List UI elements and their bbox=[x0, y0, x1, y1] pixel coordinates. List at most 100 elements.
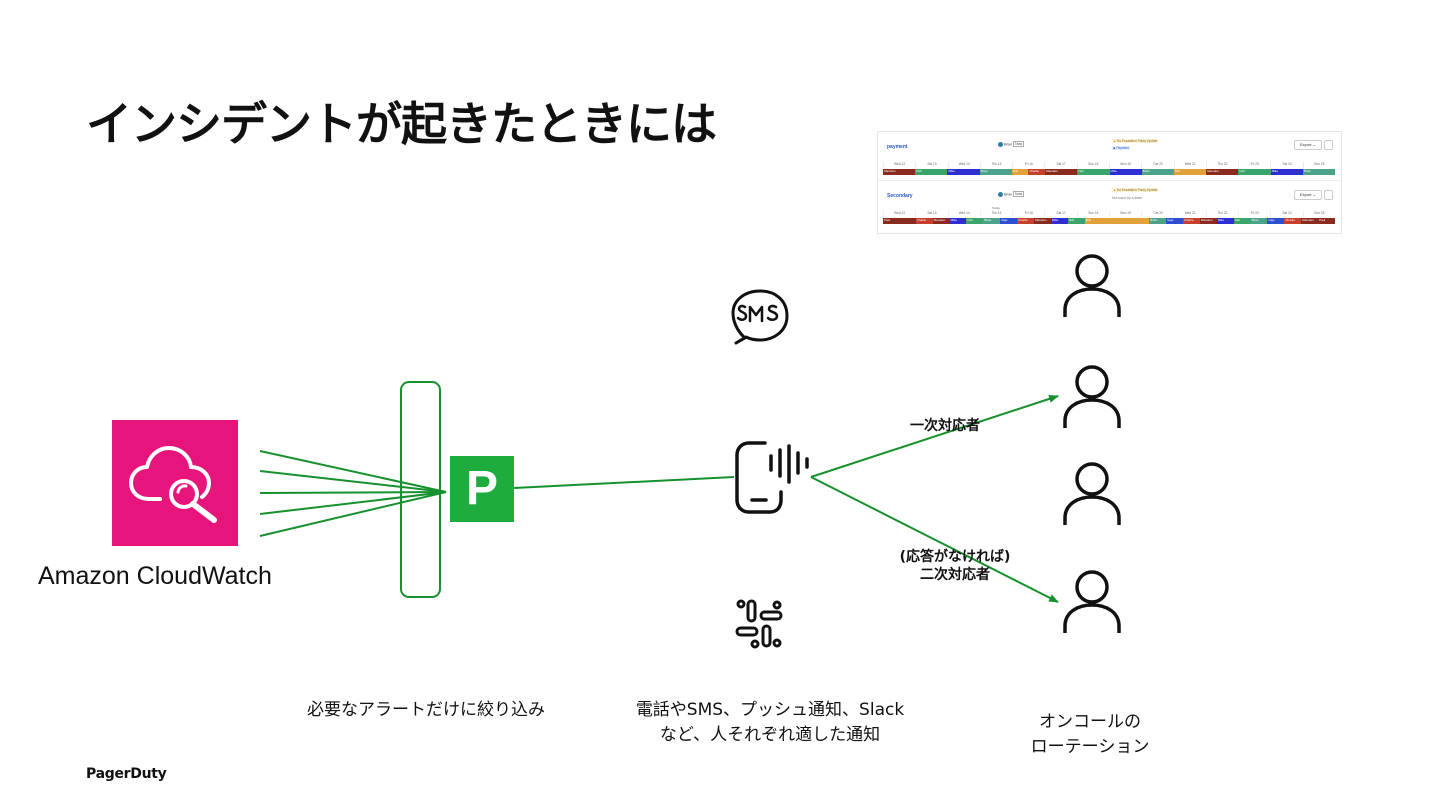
export-button[interactable]: Export ⌄ bbox=[1294, 190, 1322, 200]
slack-icon bbox=[735, 599, 783, 649]
pagerduty-logo-letter: P bbox=[465, 462, 498, 515]
warning-icon: ▲ bbox=[1113, 139, 1117, 143]
schedule-user-tag: Now bbox=[1013, 141, 1025, 148]
avatar bbox=[998, 142, 1003, 147]
rotation-segment: Brian bbox=[1302, 169, 1336, 175]
notify-caption-line1: 電話やSMS、プッシュ通知、Slack bbox=[635, 700, 905, 720]
arrow-primary bbox=[810, 395, 1059, 478]
rotation-segment: Brian bbox=[1141, 169, 1174, 175]
schedule-day: Thu 22 bbox=[1205, 162, 1238, 168]
schedule-day: Wed 12 bbox=[883, 162, 915, 168]
rotation-segment: Mike bbox=[1109, 169, 1142, 175]
schedule-day: Sun 25 bbox=[1302, 211, 1335, 217]
rotation-segment: Paul bbox=[1318, 218, 1336, 224]
schedule-title-secondary: Secondary bbox=[887, 193, 913, 199]
schedule-day: Sat 17 bbox=[1044, 162, 1076, 168]
schedule-day: Tue 20 bbox=[1141, 211, 1173, 217]
schedule-day: Thu 15 bbox=[979, 162, 1012, 168]
rotation-segment: Charlie bbox=[1183, 218, 1200, 224]
schedule-user-tag: Now bbox=[1013, 191, 1025, 198]
rotation-segment: Nell bbox=[1077, 169, 1110, 175]
more-options-button[interactable] bbox=[1324, 140, 1333, 150]
rotation-segment: Brian bbox=[979, 169, 1012, 175]
export-button[interactable]: Export ⌄ bbox=[1294, 140, 1322, 150]
avatar bbox=[998, 192, 1003, 197]
chevron-down-icon: ⌄ bbox=[1312, 192, 1317, 197]
schedule-day: Fri 23 bbox=[1238, 162, 1270, 168]
schedule-day: Tue 20 bbox=[1141, 162, 1173, 168]
today-label: Today bbox=[992, 206, 1001, 210]
schedule-note: Not used by a team bbox=[1112, 196, 1143, 200]
rotation-segment: Mike bbox=[1270, 169, 1303, 175]
rotation-caption-line1: オンコールの bbox=[1039, 712, 1141, 732]
schedule-user-payment: Brian Now bbox=[998, 141, 1025, 148]
schedule-day: Sat 13 bbox=[915, 211, 947, 217]
filter-caption: 必要なアラートだけに絞り込み bbox=[307, 700, 545, 720]
rotation-segment: Brian bbox=[1250, 218, 1268, 224]
cloudwatch-icon bbox=[112, 420, 238, 546]
primary-responder-label: 一次対応者 bbox=[880, 417, 1010, 435]
section-divider bbox=[878, 180, 1341, 181]
arrow-secondary bbox=[810, 476, 1059, 603]
alert-fan-lines bbox=[259, 450, 447, 537]
rotation-segment: Marsden bbox=[932, 218, 950, 224]
rotation-segment: Bolt bbox=[1173, 169, 1207, 175]
schedule-day: Wed 12 bbox=[883, 211, 915, 217]
rotation-segment: Nell bbox=[1233, 218, 1251, 224]
schedule-badge-payment: ▲ No Escalation Policy Update bbox=[1112, 139, 1159, 143]
filter-box bbox=[400, 381, 441, 598]
schedule-day: Mon 19 bbox=[1108, 211, 1141, 217]
schedule-user-secondary: Brian Now bbox=[998, 191, 1025, 198]
rotation-segment: Marsden bbox=[883, 169, 916, 175]
schedule-day: Mon 19 bbox=[1108, 162, 1141, 168]
person-icon bbox=[1063, 462, 1121, 525]
schedule-badge-secondary: ▲ No Escalation Policy Update bbox=[1112, 188, 1159, 192]
chevron-down-icon: ⌄ bbox=[1312, 142, 1317, 147]
rotation-segment: Paul bbox=[883, 218, 916, 224]
schedule-day: Wed 14 bbox=[947, 211, 980, 217]
person-icon bbox=[1063, 365, 1121, 428]
schedule-day: Sun 18 bbox=[1076, 211, 1109, 217]
schedule-day: Fri 16 bbox=[1012, 211, 1044, 217]
rotation-segment: Marsden bbox=[1301, 218, 1319, 224]
rotation-segment: Gigs bbox=[1000, 218, 1018, 224]
rotation-segment: Charlie bbox=[1284, 218, 1302, 224]
alert-line bbox=[259, 470, 447, 493]
more-options-button[interactable] bbox=[1324, 190, 1333, 200]
export-button-label: Export bbox=[1299, 192, 1312, 197]
rotation-segment: Marsden bbox=[1206, 169, 1239, 175]
notify-caption: 電話やSMS、プッシュ通知、Slack など、人それぞれ適した通知 bbox=[610, 698, 930, 748]
rotation-segment: Gigs bbox=[1267, 218, 1285, 224]
alert-line bbox=[259, 491, 447, 494]
service-icon: ◆ bbox=[1113, 146, 1116, 150]
alert-line bbox=[259, 450, 447, 493]
rotation-segment: Mike bbox=[947, 169, 980, 175]
rotation-segment: Bolt bbox=[1011, 169, 1029, 175]
pagerduty-logo bbox=[450, 456, 514, 522]
schedule-day: Wed 21 bbox=[1173, 162, 1206, 168]
alert-line bbox=[259, 491, 447, 537]
sms-icon bbox=[731, 289, 789, 345]
schedule-day: Sun 18 bbox=[1076, 162, 1109, 168]
rotation-segment: Gigs bbox=[1166, 218, 1184, 224]
schedule-day: Wed 21 bbox=[1173, 211, 1206, 217]
person-icon bbox=[1063, 570, 1121, 633]
secondary-responder-text: 二次対応者 bbox=[920, 567, 990, 583]
rotation-segment: Brian bbox=[1149, 218, 1167, 224]
rotation-segment: Brian bbox=[983, 218, 1001, 224]
schedule-day: Sat 24 bbox=[1270, 211, 1302, 217]
cloudwatch-label: Amazon CloudWatch bbox=[38, 562, 272, 590]
rotation-segment: Charlie bbox=[915, 218, 933, 224]
rotation-segment: Charlie bbox=[1028, 169, 1046, 175]
rotation-segment: Nell bbox=[966, 218, 984, 224]
schedule-day: Sat 24 bbox=[1270, 162, 1302, 168]
rotation-caption-line2: ローテーション bbox=[1030, 737, 1150, 757]
brand-logo: PagerDuty bbox=[86, 766, 167, 782]
service-tag-text: Payment bbox=[1116, 146, 1129, 150]
rotation-segment: Bolt bbox=[1084, 218, 1150, 224]
schedule-day: Thu 22 bbox=[1205, 211, 1238, 217]
schedule-user-name: Brian bbox=[1003, 192, 1013, 197]
rotation-segment: Marsden bbox=[1199, 218, 1217, 224]
